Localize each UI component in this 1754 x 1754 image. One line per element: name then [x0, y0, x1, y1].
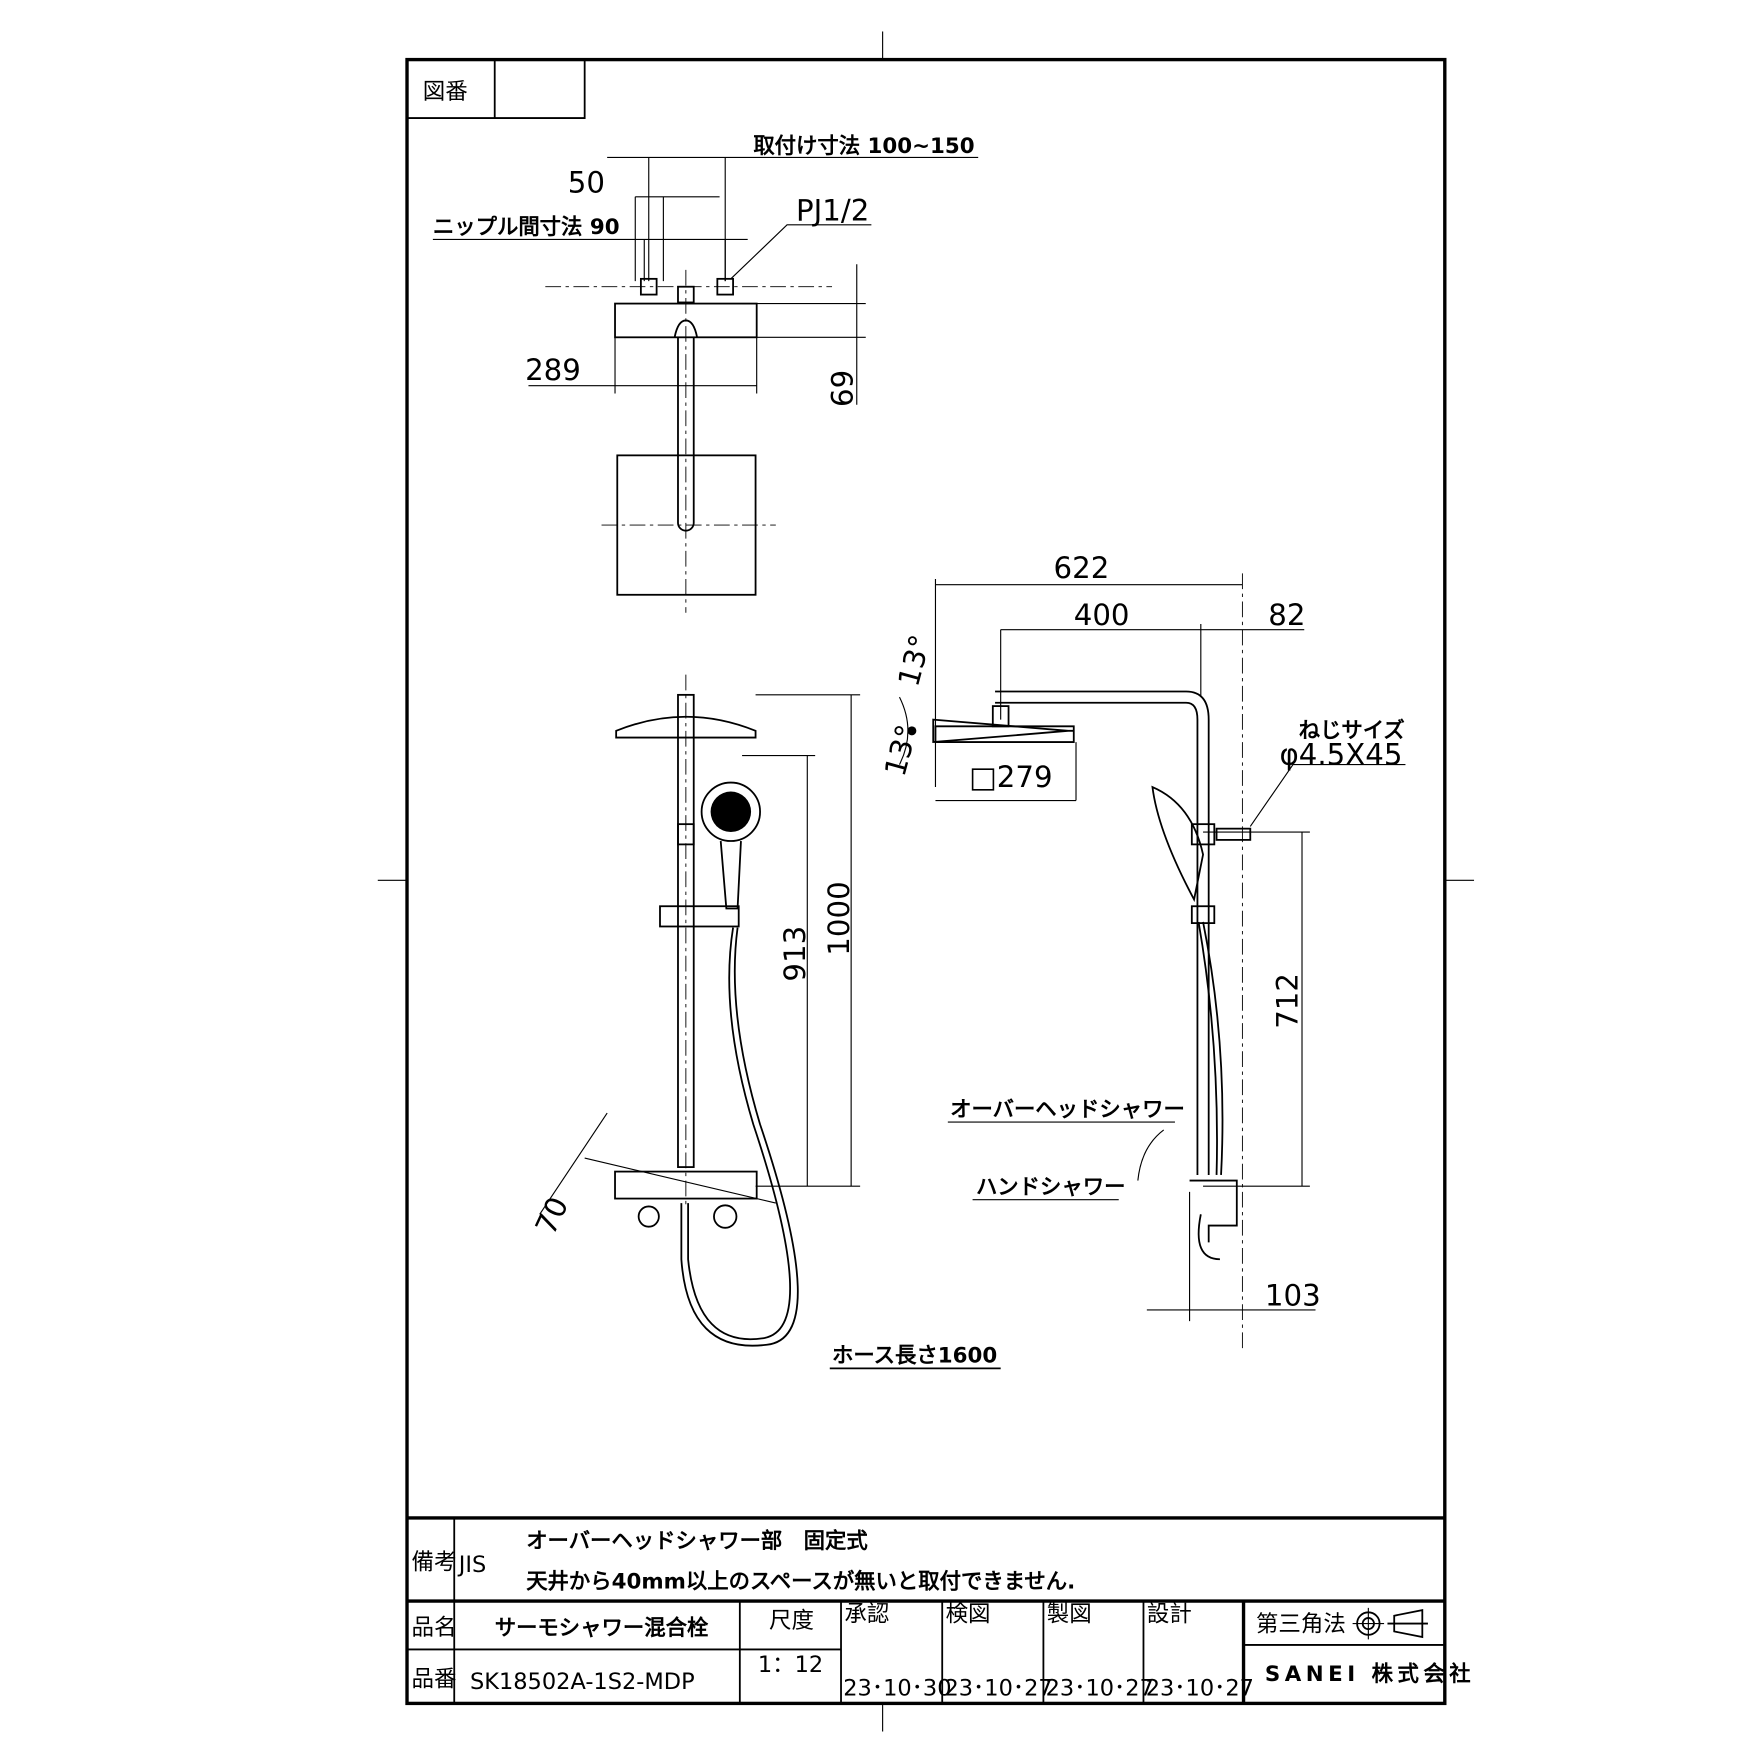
- drawing-frame: [405, 57, 1447, 1706]
- side-view: 622 400 82 13° 13° □279 ねじサイズ φ4.5X45 71…: [878, 551, 1406, 1350]
- product-name: サーモシャワー混合栓: [495, 1615, 709, 1641]
- product-name-label: 品名: [412, 1615, 457, 1641]
- checked-label: 検図: [946, 1601, 991, 1627]
- scale-label: 尺度: [769, 1608, 814, 1634]
- dim-angle-bottom: 13°: [878, 721, 924, 780]
- front-view: 1000 913 70 ホース長さ1600: [529, 674, 1001, 1370]
- projection-label: 第三角法: [1256, 1611, 1346, 1637]
- dim-103: 103: [1265, 1278, 1321, 1312]
- drawing-number-box: 図番: [407, 59, 586, 119]
- product-no-label: 品番: [412, 1667, 457, 1693]
- drawing-no-label: 図番: [423, 79, 468, 105]
- company-name: SANEI 株式会社: [1265, 1661, 1475, 1687]
- dim-400: 400: [1074, 598, 1130, 632]
- dim-head-size: □279: [969, 760, 1052, 794]
- design-label: 設計: [1147, 1601, 1192, 1627]
- screw-size: φ4.5X45: [1280, 738, 1403, 772]
- product-no: SK18502A-1S2-MDP: [470, 1669, 695, 1695]
- dim-pj: PJ1/2: [796, 193, 869, 227]
- dim-70: 70: [529, 1192, 576, 1240]
- approved-date: 23･10･30: [843, 1676, 951, 1702]
- drawn-date: 23･10･27: [1046, 1676, 1154, 1702]
- standard: JIS: [457, 1552, 487, 1578]
- screw-size-label: ねじサイズ: [1299, 718, 1405, 744]
- dim-82: 82: [1268, 598, 1305, 632]
- dim-712: 712: [1271, 973, 1305, 1029]
- dim-50: 50: [568, 165, 605, 199]
- remarks-label: 備考: [412, 1550, 457, 1576]
- dim-289: 289: [525, 353, 581, 387]
- third-angle-projection-icon: [1352, 1607, 1428, 1640]
- title-block: 備考 JIS オーバーヘッドシャワー部 固定式 天井から40mm以上のスペースが…: [407, 1516, 1475, 1704]
- dim-913: 913: [778, 926, 812, 982]
- top-view: 取付け寸法 100~150 50 ニップル間寸法 90 PJ1/2 289 69: [433, 134, 979, 613]
- dim-angle-top: 13°: [891, 631, 937, 690]
- dim-nipple-pitch: ニップル間寸法 90: [433, 215, 620, 240]
- scale: 1：12: [758, 1652, 823, 1678]
- design-date: 23･10･27: [1146, 1676, 1254, 1702]
- remarks-line1: オーバーヘッドシャワー部 固定式: [526, 1528, 868, 1554]
- remarks-line2: 天井から40mm以上のスペースが無いと取付できません.: [526, 1569, 1075, 1595]
- dim-69: 69: [825, 370, 859, 407]
- approved-label: 承認: [844, 1601, 889, 1627]
- label-hand-shower: ハンドシャワー: [976, 1175, 1126, 1200]
- dim-mount-range: 取付け寸法 100~150: [753, 134, 974, 159]
- dim-622: 622: [1054, 551, 1110, 585]
- checked-date: 23･10･27: [944, 1676, 1052, 1702]
- label-overhead-shower: オーバーヘッドシャワー: [950, 1097, 1185, 1122]
- dim-1000: 1000: [822, 881, 856, 955]
- hose-length-label: ホース長さ1600: [832, 1344, 997, 1369]
- drawn-label: 製図: [1047, 1601, 1092, 1627]
